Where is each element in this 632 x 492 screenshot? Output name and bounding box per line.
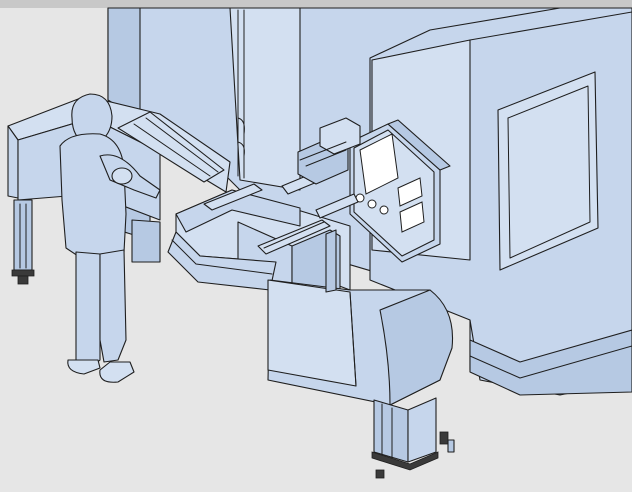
- top-bar: [0, 0, 632, 8]
- support-legs: [371, 397, 455, 479]
- operator-figure-icon: [59, 93, 161, 383]
- control-panel: [349, 119, 451, 263]
- conveyor-tray: [167, 117, 454, 406]
